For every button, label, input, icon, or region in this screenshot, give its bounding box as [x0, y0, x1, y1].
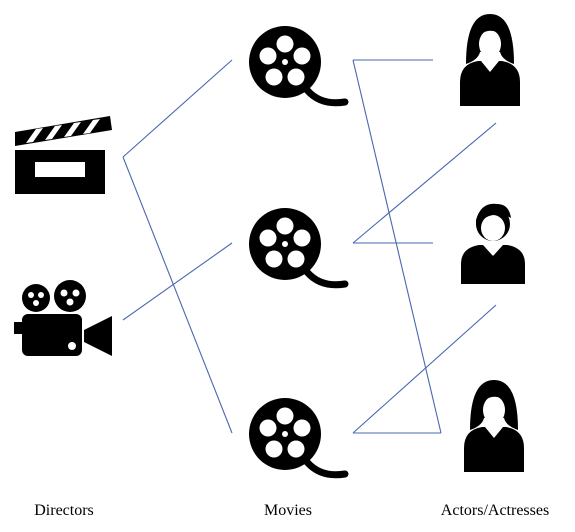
column-label-actors: Actors/Actresses [440, 502, 550, 519]
actress-icon [460, 14, 520, 106]
column-label-movies: Movies [264, 502, 312, 519]
clapperboard-icon [15, 116, 112, 194]
edge-m1-a3 [352, 59, 442, 434]
edge-d2-m2 [122, 242, 233, 321]
film-reel-icon [249, 398, 345, 475]
edge-d1-m1 [122, 59, 233, 158]
edges [122, 59, 497, 434]
actor-icon [461, 203, 525, 284]
film-reel-icon [249, 208, 345, 285]
edge-m3-a2 [352, 304, 497, 434]
actress-icon [464, 380, 524, 472]
edge-d1-m3 [122, 156, 233, 434]
column-label-directors: Directors [34, 502, 94, 519]
movie-camera-icon [14, 280, 112, 356]
film-reel-icon [249, 26, 345, 103]
edge-m2-a1 [352, 122, 497, 244]
